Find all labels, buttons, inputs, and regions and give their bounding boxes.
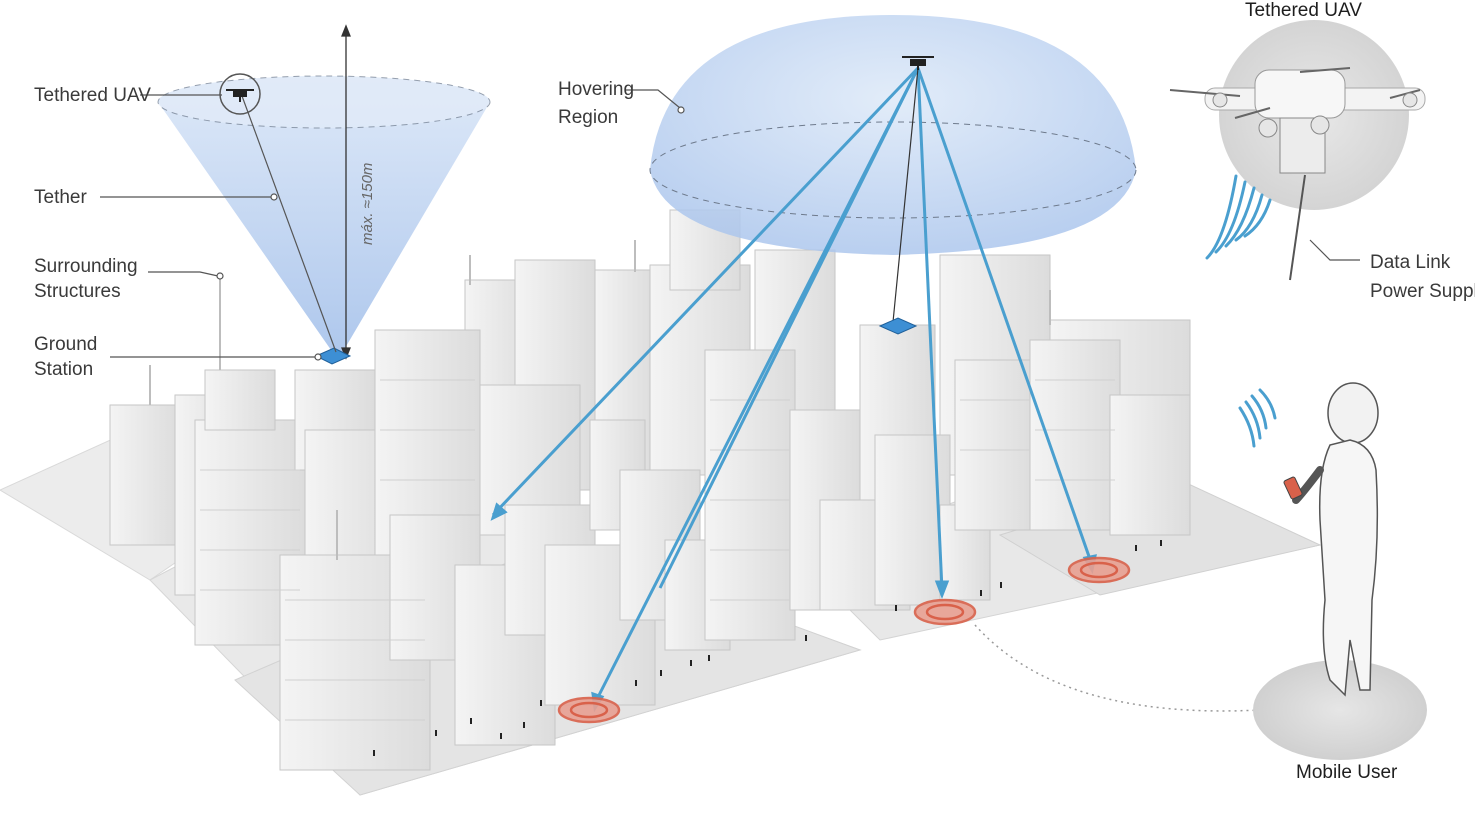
signal-waves-icon: [1238, 388, 1277, 448]
hovering-region-dome: [649, 15, 1137, 255]
user-figure-icon: [1253, 382, 1427, 760]
communication-links: [490, 66, 1097, 713]
diagram-labels: Tethered UAV Tether Surrounding Structur…: [34, 0, 1475, 783]
pedestrians: [373, 540, 1162, 756]
dome-tether-line: [892, 67, 919, 323]
ground-label-line1: Ground: [34, 334, 97, 355]
hover-label-line2: Region: [558, 107, 618, 128]
tethered-uav-right-label: Tethered UAV: [1245, 0, 1362, 21]
uav-icon: [219, 73, 261, 115]
uav-closeup: [1169, 20, 1426, 281]
uav-coverage-cone: [157, 75, 491, 361]
tether-label: Tether: [34, 187, 87, 208]
user-connection-dotted-line: [974, 624, 1261, 712]
mobile-user-label: Mobile User: [1296, 762, 1398, 783]
smartphone-icon: [1283, 476, 1303, 500]
surrounding-label-line2: Structures: [34, 281, 121, 302]
ground-station-icon: [314, 317, 918, 365]
surrounding-label-line1: Surrounding: [34, 256, 138, 277]
max-height-label: máx. ≈150m: [359, 163, 376, 245]
leader-lines: [100, 89, 1360, 361]
max-height-arrow: [341, 24, 351, 360]
tether-line: [241, 95, 337, 353]
datalink-label-line2: Power Supply: [1370, 281, 1475, 302]
uav-icon: [902, 56, 934, 70]
tethered-uav-label: Tethered UAV: [34, 85, 151, 106]
rooftop-antennas: [149, 240, 1051, 560]
hover-label-line1: Hovering: [558, 79, 634, 100]
signal-waves-icon: [1205, 174, 1272, 260]
user-location-rings: [557, 556, 1131, 724]
city-buildings: [109, 209, 1191, 771]
ground-label-line2: Station: [34, 359, 93, 380]
building-window-hints: [200, 379, 1115, 721]
datalink-label-line1: Data Link: [1370, 252, 1451, 273]
